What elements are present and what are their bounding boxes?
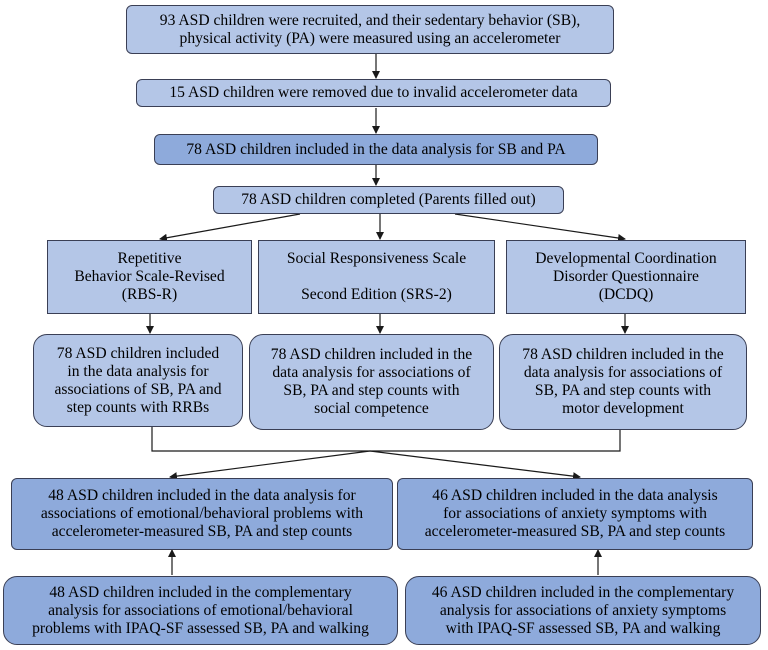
completed-box: 78 ASD children completed (Parents fille… xyxy=(213,186,564,214)
srs-2-box: Social Responsiveness Scale Second Editi… xyxy=(258,240,495,314)
included-sb-pa-box: 78 ASD children included in the data ana… xyxy=(154,134,598,165)
merge-line xyxy=(151,427,621,452)
social-analysis-box: 78 ASD children included in the data ana… xyxy=(249,334,494,430)
arrow-merge-to-anxiety xyxy=(369,450,581,481)
emotional-accel-box: 48 ASD children included in the data ana… xyxy=(11,478,393,550)
removed-box: 15 ASD children were removed due to inva… xyxy=(136,79,611,107)
anxiety-ipaq-box: 46 ASD children included in the compleme… xyxy=(405,576,761,645)
arrow-merge-to-emotional xyxy=(169,450,371,481)
arrow-completed-to-rbs xyxy=(159,213,301,242)
dcdq-box: Developmental Coordination Disorder Ques… xyxy=(506,240,746,314)
arrow-completed-to-dcdq xyxy=(454,213,626,242)
emotional-ipaq-box: 48 ASD children included in the compleme… xyxy=(3,576,398,645)
recruited-box: 93 ASD children were recruited, and thei… xyxy=(126,5,614,54)
rbs-r-box: Repetitive Behavior Scale-Revised (RBS-R… xyxy=(47,240,252,314)
motor-analysis-box: 78 ASD children included in the data ana… xyxy=(499,334,747,430)
rrbs-analysis-box: 78 ASD children included in the data ana… xyxy=(33,334,243,427)
anxiety-accel-box: 46 ASD children included in the data ana… xyxy=(397,478,753,550)
